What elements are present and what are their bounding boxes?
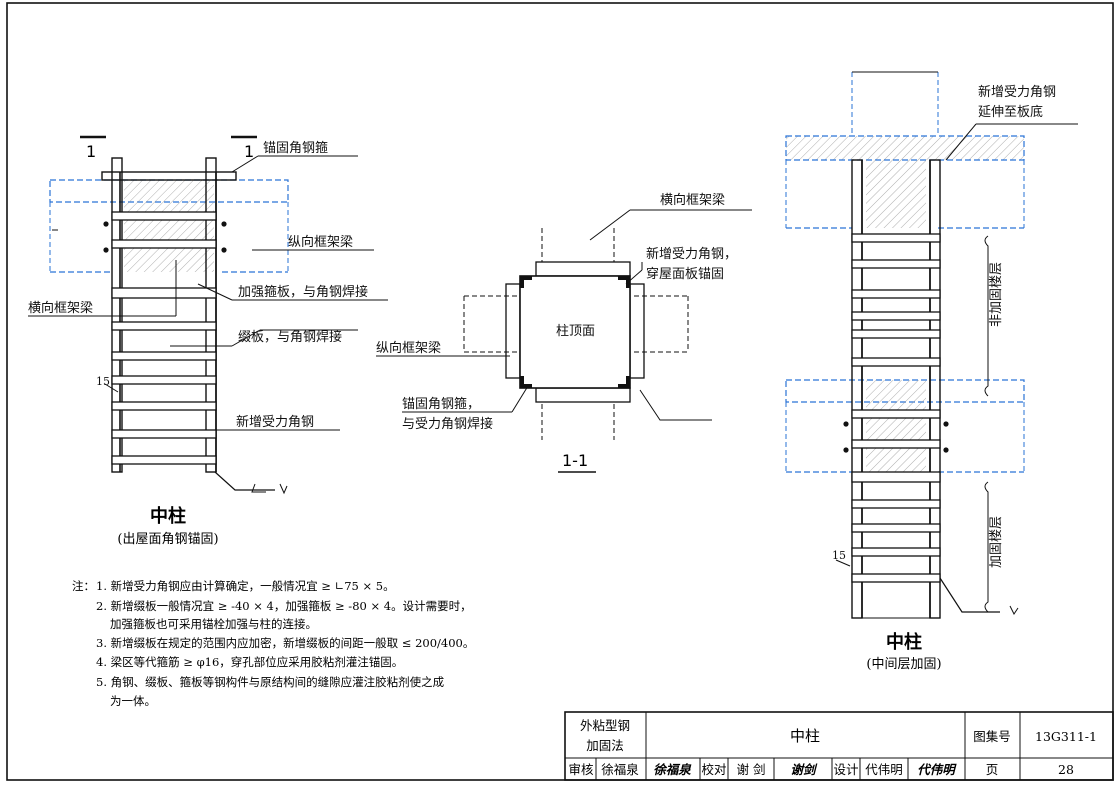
note-2-cont: 加强箍板也可采用锚栓加强与柱的连接。 bbox=[110, 617, 317, 631]
note-5-cont: 为一体。 bbox=[110, 694, 156, 708]
sec-label-col-top: 柱顶面 bbox=[556, 324, 595, 339]
label-reinforced: 加固楼层 bbox=[989, 516, 1004, 568]
tb-reviewer: 徐福泉 bbox=[601, 762, 639, 777]
left-angle-steel bbox=[111, 157, 123, 473]
label-trans-beam: 横向框架梁 bbox=[28, 300, 93, 316]
right-view-title: 中柱 bbox=[886, 631, 922, 653]
note-4: 4. 梁区等代箍筋 ≥ φ16，穿孔部位应采用胶粘剂灌注锚固。 bbox=[96, 655, 403, 669]
label-strong-hoop-plate: 加强箍板，与角钢焊接 bbox=[238, 284, 368, 300]
label-dim-15: 15 bbox=[96, 375, 110, 388]
note-2: 2. 新增缀板一般情况宜 ≥ -40 × 4，加强箍板 ≥ -80 × 4。设计… bbox=[96, 599, 472, 613]
tb-reviewer-signature: 徐福泉 bbox=[653, 762, 692, 777]
sec-label-long-beam: 纵向框架梁 bbox=[376, 340, 441, 356]
sheet-border bbox=[6, 2, 1114, 781]
sec-label-anchor-hoop: 锚固角钢箍， bbox=[402, 396, 480, 412]
sec-label-trans-beam: 横向框架梁 bbox=[660, 192, 725, 208]
tb-category-2: 加固法 bbox=[586, 738, 624, 753]
left-column-elevation bbox=[49, 157, 289, 495]
note-1: 1. 新增受力角钢应由计算确定，一般情况宜 ≥ ∟75 × 5。 bbox=[96, 579, 395, 593]
label-anchor-hoop: 锚固角钢箍 bbox=[263, 140, 328, 156]
notes-block: 注： 1. 新增受力角钢应由计算确定，一般情况宜 ≥ ∟75 × 5。 2. 新… bbox=[72, 579, 474, 708]
left-beam-zone bbox=[124, 180, 214, 272]
tb-review-label: 审核 bbox=[568, 762, 594, 777]
tb-page-label: 页 bbox=[986, 762, 999, 777]
section-title: 1-1 bbox=[562, 451, 588, 470]
column-section bbox=[519, 275, 631, 389]
note-5: 5. 角钢、缀板、箍板等钢构件与原结构间的缝隙应灌注胶粘剂使之成 bbox=[96, 675, 445, 689]
sec-label-anchor-hoop-2: 与受力角钢焊接 bbox=[402, 416, 493, 432]
tb-design-label: 设计 bbox=[833, 762, 858, 777]
tb-check-label: 校对 bbox=[701, 762, 726, 777]
left-view-title: 中柱 bbox=[150, 505, 186, 527]
tb-category-1: 外粘型钢 bbox=[580, 718, 630, 733]
right-label-new-angle: 新增受力角钢 bbox=[978, 84, 1056, 100]
section-marks: 1 1 bbox=[80, 135, 257, 161]
left-view-subtitle: (出屋面角钢锚固) bbox=[117, 532, 218, 547]
tb-drawing-title: 中柱 bbox=[790, 727, 820, 745]
right-label-new-angle-2: 延伸至板底 bbox=[978, 104, 1043, 120]
section-mark-right: 1 bbox=[244, 142, 254, 161]
label-non-reinforced: 非加固楼层 bbox=[989, 262, 1004, 327]
right-label-dim-15: 15 bbox=[832, 549, 846, 562]
tb-checker: 谢 剑 bbox=[737, 762, 766, 777]
tb-page-no: 28 bbox=[1058, 762, 1074, 777]
tb-atlas-no: 13G311-1 bbox=[1035, 729, 1097, 744]
section-1-1-drawing bbox=[463, 228, 712, 440]
tb-designer: 代伟明 bbox=[865, 762, 903, 777]
tb-checker-signature: 谢剑 bbox=[790, 762, 818, 777]
note-3: 3. 新增缀板在规定的范围内应加密，新增缀板的间距一般取 ≤ 200/400。 bbox=[96, 636, 474, 650]
section-mark-left: 1 bbox=[86, 142, 96, 161]
sec-label-new-angle: 新增受力角钢， bbox=[646, 246, 737, 262]
tb-designer-signature: 代伟明 bbox=[917, 762, 957, 777]
notes-prefix: 注： bbox=[72, 579, 95, 593]
top-slab bbox=[785, 135, 1025, 161]
label-long-beam: 纵向框架梁 bbox=[288, 234, 353, 250]
title-block bbox=[564, 711, 1114, 781]
tb-atlas-label: 图集号 bbox=[973, 729, 1011, 744]
label-new-angle: 新增受力角钢 bbox=[236, 414, 314, 430]
sec-label-new-angle-2: 穿屋面板锚固 bbox=[646, 266, 724, 282]
label-batten-plate: 缀板，与角钢焊接 bbox=[238, 329, 342, 345]
right-column-elevation bbox=[785, 71, 1025, 619]
right-view-subtitle: (中间层加固) bbox=[866, 657, 941, 672]
right-angle-steel bbox=[205, 157, 217, 473]
anchor-angle-hoop bbox=[101, 171, 237, 181]
